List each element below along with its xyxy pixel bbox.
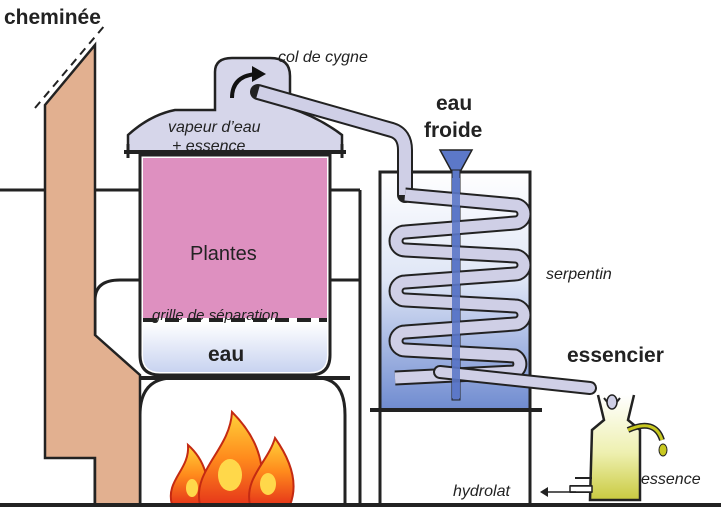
label-chimney: cheminée (4, 6, 101, 29)
label-essencier: essencier (567, 344, 664, 367)
label-plants: Plantes (190, 243, 257, 265)
label-essence: essence (641, 471, 701, 488)
essencier-flask (540, 394, 668, 502)
label-vapor-line2: + essence (172, 138, 245, 155)
fire (169, 409, 295, 506)
label-cold-water-line2: froide (424, 119, 482, 142)
label-coil: serpentin (546, 266, 612, 283)
label-hydrolat: hydrolat (453, 483, 510, 500)
chimney (34, 24, 142, 507)
label-grid: grille de séparation (152, 307, 279, 324)
swan-neck-pipe (250, 84, 413, 203)
label-water: eau (208, 343, 244, 366)
label-vapor-line1: vapeur d’eau (168, 119, 261, 136)
label-cold-water-line1: eau (436, 92, 472, 115)
alembic-still (124, 56, 346, 377)
serpentine-coil (388, 178, 597, 398)
label-swan-neck: col de cygne (278, 49, 368, 66)
